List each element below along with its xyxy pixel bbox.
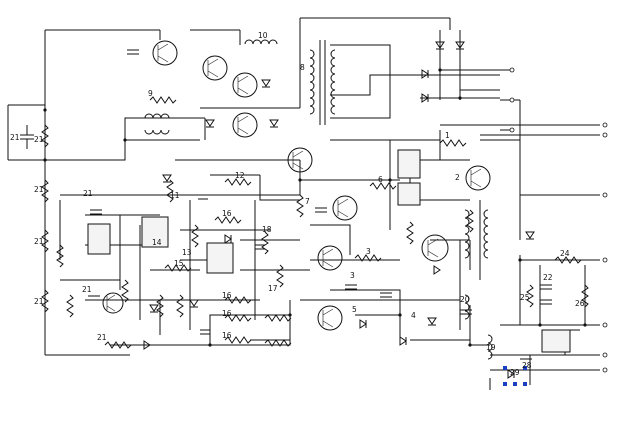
label-r26: 26 — [575, 299, 585, 308]
label-r28: 28 — [522, 361, 532, 370]
transistors — [102, 40, 491, 331]
label-r17: 17 — [268, 284, 278, 293]
label-r21f: 21 — [83, 189, 93, 198]
integrated-circuits — [87, 149, 571, 353]
label-r24: 24 — [560, 249, 570, 258]
label-r14: 14 — [152, 238, 162, 247]
capacitors — [20, 49, 552, 360]
label-r21e: 21 — [34, 297, 44, 306]
label-c16b: 16 — [222, 291, 232, 300]
label-r21d: 21 — [34, 237, 44, 246]
label-r1: 1 — [445, 131, 450, 140]
label-r3: 3 — [366, 247, 371, 256]
label-r25: 25 — [520, 293, 530, 302]
transformers — [144, 39, 493, 360]
label-r15: 15 — [174, 259, 184, 268]
label-r4: 4 — [411, 311, 416, 320]
wires — [7, 17, 600, 390]
label-r6: 6 — [378, 175, 383, 184]
selection-handles[interactable] — [503, 366, 527, 386]
label-r18: 18 — [262, 225, 272, 234]
resistors — [41, 96, 589, 349]
label-r12: 12 — [235, 171, 245, 180]
label-c16: 16 — [222, 209, 232, 218]
label-r7: 7 — [305, 197, 310, 206]
label-r9: 9 — [148, 89, 153, 98]
label-c16d: 16 — [222, 331, 232, 340]
label-r21h: 21 — [97, 333, 107, 342]
label-r21g: 21 — [82, 285, 92, 294]
label-r8: 8 — [300, 63, 305, 72]
diodes — [143, 41, 535, 379]
label-r13: 13 — [182, 248, 192, 257]
output-terminals — [509, 67, 608, 373]
label-r5: 5 — [352, 305, 357, 314]
label-r19: 19 — [486, 343, 496, 352]
label-r3b: 3 — [350, 271, 355, 280]
label-r20: 20 — [460, 295, 470, 304]
label-r21a: 21 — [10, 133, 20, 142]
component-labels: 9 10 12 16 16 16 16 6 3 3 2 4 1 24 25 26… — [10, 31, 585, 377]
junctions — [43, 68, 587, 347]
label-r29: 29 — [510, 368, 520, 377]
label-r21b: 21 — [34, 135, 44, 144]
label-c16c: 16 — [222, 309, 232, 318]
label-r21c: 21 — [34, 185, 44, 194]
label-r2: 2 — [455, 173, 460, 182]
label-c22: 22 — [543, 273, 553, 282]
label-r10: 10 — [258, 31, 268, 40]
label-r11: 11 — [170, 191, 180, 200]
